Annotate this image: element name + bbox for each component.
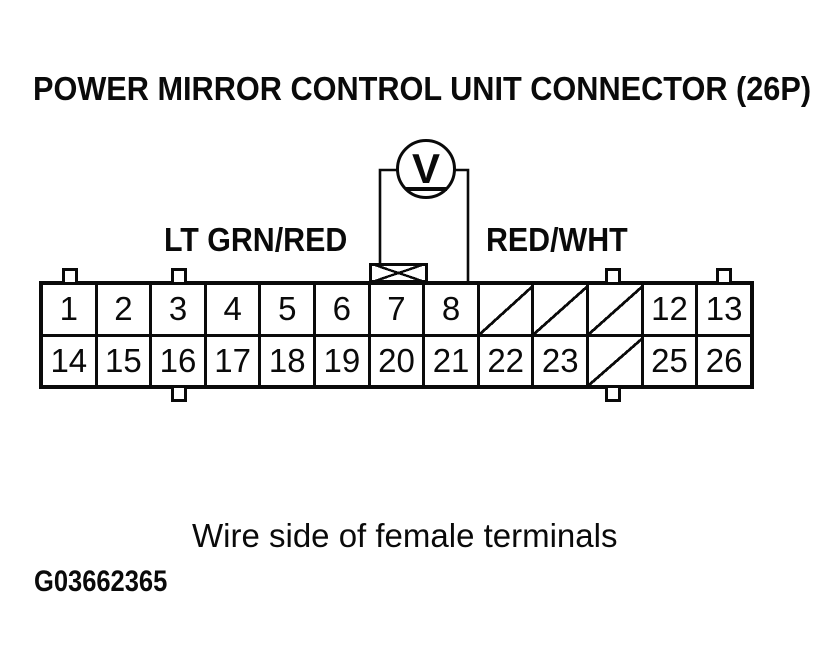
terminal-cell-25: 25 [644, 336, 699, 385]
terminal-number: 23 [541, 341, 579, 379]
blocked-terminal-cell [589, 285, 644, 334]
terminal-number: 16 [159, 341, 197, 379]
index-tab-top-2 [171, 268, 187, 282]
terminal-cell-6: 6 [316, 285, 371, 334]
terminal-number: 22 [487, 341, 525, 379]
terminal-number: 4 [223, 290, 242, 328]
terminal-number: 15 [105, 341, 142, 379]
terminal-cell-15: 15 [98, 336, 153, 385]
voltmeter-icon [396, 139, 456, 199]
terminal-cell-26: 26 [698, 337, 750, 386]
terminal-number: 5 [278, 290, 297, 328]
terminal-number: 3 [168, 290, 188, 328]
terminal-cell-18: 18 [261, 336, 317, 385]
terminal-cell-23: 23 [534, 336, 590, 385]
probe-connection-box [369, 263, 428, 283]
terminal-number: 2 [114, 290, 133, 328]
wire-color-label-left: LT GRN/RED [164, 221, 348, 258]
terminal-number: 8 [441, 290, 461, 328]
terminal-cell-8: 8 [425, 285, 480, 334]
meter-lead-left [378, 168, 399, 265]
terminal-number: 14 [50, 341, 88, 379]
terminal-cell-19: 19 [316, 336, 371, 385]
terminal-cell-13: 13 [698, 285, 750, 334]
terminal-number: 21 [432, 341, 470, 379]
blocked-terminal-cell [589, 336, 644, 385]
terminal-number: 6 [332, 290, 352, 328]
terminal-cell-20: 20 [371, 336, 426, 385]
terminal-cell-16: 16 [152, 336, 207, 385]
terminal-number: 19 [323, 341, 361, 379]
terminal-cell-22: 22 [480, 336, 535, 385]
index-tab-bottom-2 [605, 388, 621, 402]
blocked-terminal-cell [534, 285, 590, 334]
terminal-number: 13 [705, 290, 743, 328]
connector-row-bottom: 14 15 16 17 18 19 20 21 22 23 25 26 [43, 336, 750, 386]
terminal-cell-1: 1 [43, 285, 98, 334]
terminal-cell-3: 3 [152, 285, 207, 334]
diagram-title: POWER MIRROR CONTROL UNIT CONNECTOR (26P… [33, 70, 812, 107]
terminal-number: 25 [651, 341, 688, 379]
terminal-number: 18 [268, 341, 306, 379]
terminal-cell-2: 2 [98, 285, 153, 334]
wire-color-label-right: RED/WHT [486, 221, 628, 258]
terminal-number: 20 [378, 341, 415, 379]
terminal-number: 1 [59, 290, 78, 328]
terminal-number: 26 [705, 341, 743, 379]
terminal-cell-12: 12 [644, 285, 699, 334]
diagram-caption: Wire side of female terminals [192, 517, 618, 554]
index-tab-top-1 [62, 268, 78, 282]
terminal-cell-14: 14 [43, 336, 98, 385]
blocked-terminal-cell [479, 285, 535, 334]
terminal-number: 7 [387, 290, 406, 328]
voltmeter-symbol: V [412, 145, 440, 192]
terminal-cell-21: 21 [425, 336, 480, 385]
index-tab-top-3 [605, 268, 621, 282]
terminal-number: 17 [214, 341, 251, 379]
index-tab-top-4 [716, 268, 732, 282]
terminal-cell-17: 17 [207, 336, 262, 385]
terminal-cell-7: 7 [371, 285, 426, 334]
terminal-cell-5: 5 [261, 285, 317, 334]
figure-id: G03662365 [34, 565, 168, 598]
terminal-number: 12 [651, 290, 688, 328]
index-tab-bottom-1 [171, 388, 187, 402]
meter-lead-right [453, 168, 470, 283]
terminal-cell-4: 4 [207, 285, 262, 334]
